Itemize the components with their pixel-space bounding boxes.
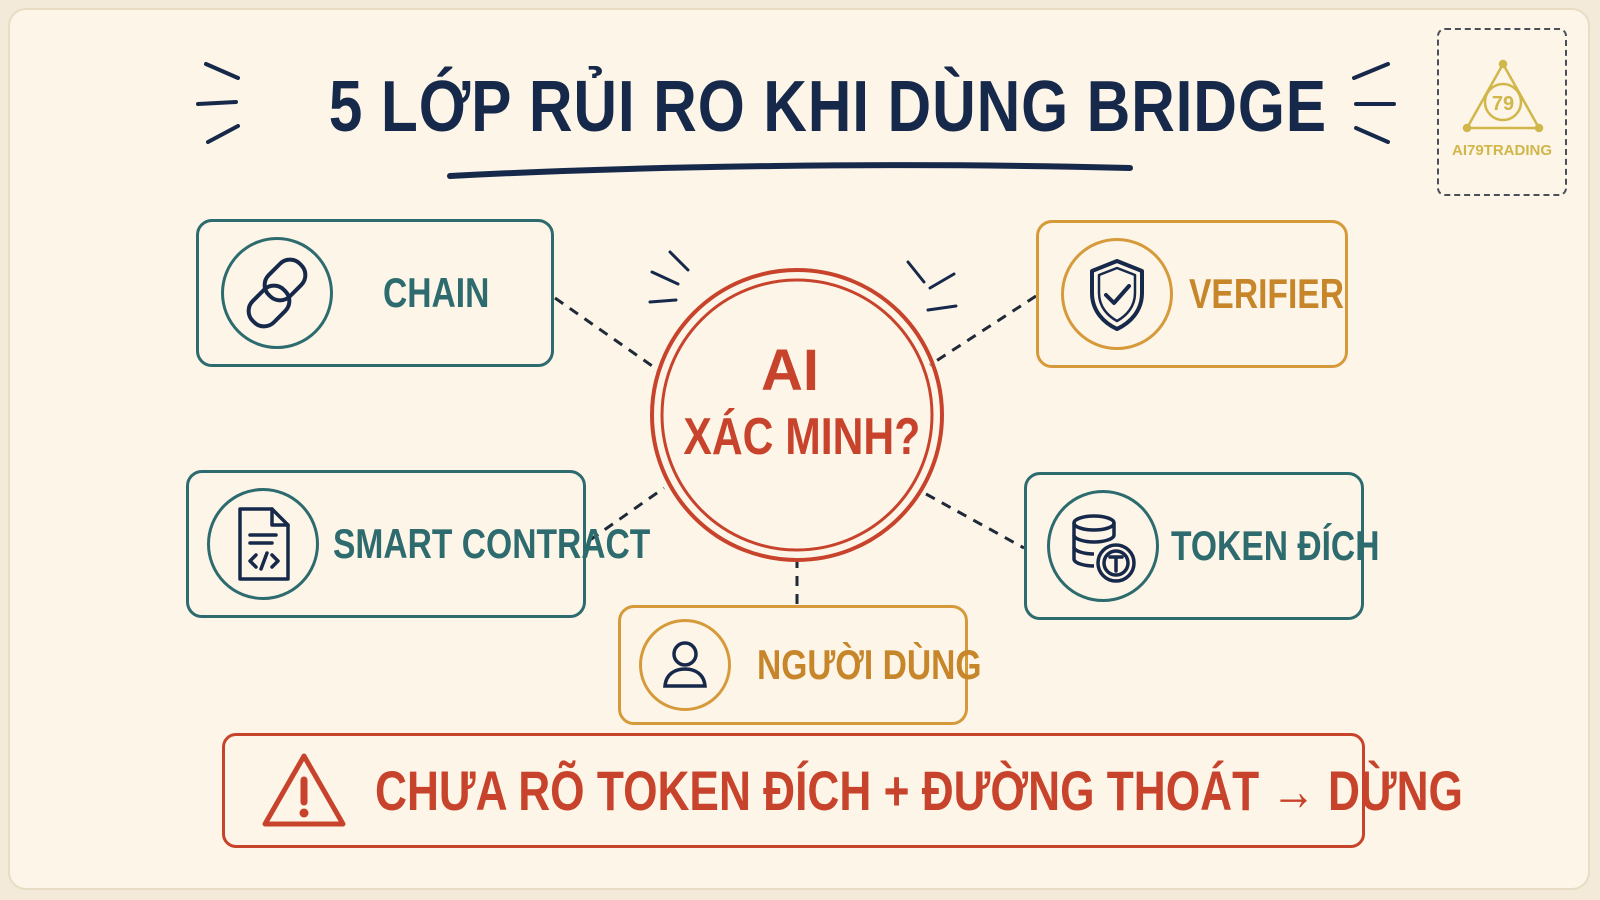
user-icon [639,619,731,711]
node-chain: CHAIN [196,219,554,367]
warning-banner: CHƯA RÕ TOKEN ĐÍCH + ĐƯỜNG THOÁT → DỪNG [222,733,1463,848]
chain-link-icon [221,237,333,349]
node-verifier: VERIFIER [1036,220,1348,368]
node-token-label: TOKEN ĐÍCH [1171,522,1380,569]
center-circle-inner [660,278,934,552]
center-sparks [648,250,958,312]
title-underline [447,162,1133,179]
node-user-label: NGƯỜI DÙNG [757,641,982,688]
warning-triangle-icon [262,753,346,827]
logo-mark-icon: 79 [1462,59,1544,133]
node-smart-contract-label: SMART CONTRACT [333,520,651,567]
node-verifier-label: VERIFIER [1189,270,1344,317]
title-accent-right [1352,62,1396,144]
connectors [554,294,1037,605]
node-chain-label: CHAIN [383,269,490,316]
warning-text: CHƯA RÕ TOKEN ĐÍCH + ĐƯỜNG THOÁT → DỪNG [375,759,1463,822]
node-smart-contract: SMART CONTRACT [186,470,650,618]
coin-stack-icon [1047,490,1159,602]
brand-logo: 79 AI79TRADING [1437,28,1567,196]
shield-check-icon [1061,238,1173,350]
node-token: TOKEN ĐÍCH [1024,472,1379,620]
node-user: NGƯỜI DÙNG [618,605,982,725]
logo-brand-text: AI79TRADING [1451,142,1552,159]
code-document-icon [207,488,319,600]
center-line-2: XÁC MINH? [683,408,921,466]
title-accent-left [196,62,240,144]
page-title: 5 LỚP RỦI RO KHI DÙNG BRIDGE [328,67,1327,147]
center-circle-outer [650,268,944,562]
logo-mark-text: 79 [1492,93,1514,115]
center-question: AI XÁC MINH? [660,330,920,490]
center-line-1: AI [761,338,819,403]
